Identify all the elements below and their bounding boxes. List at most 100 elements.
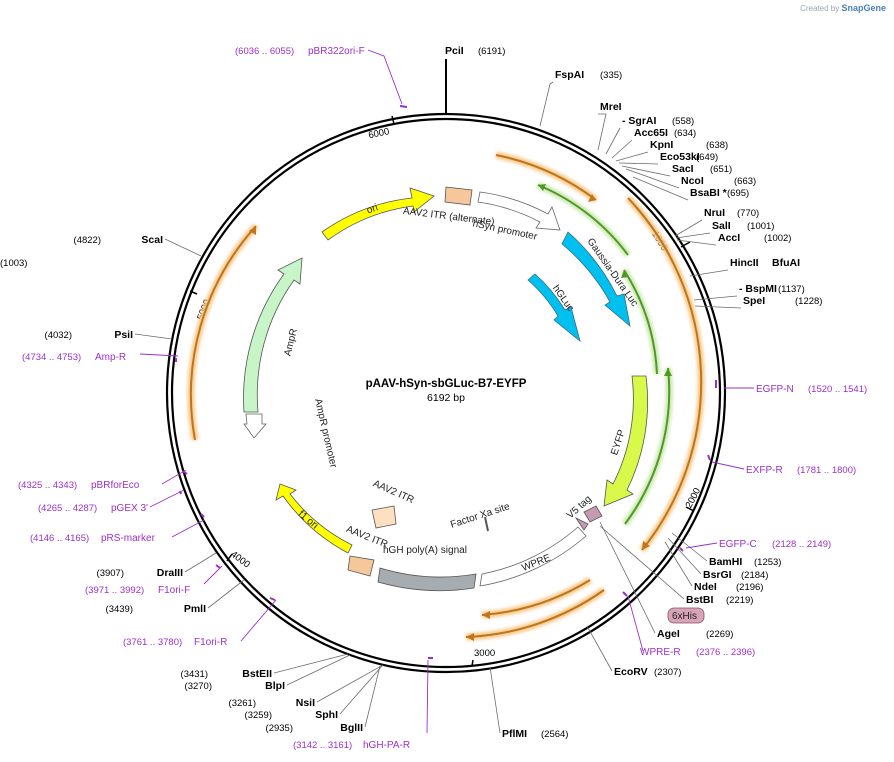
itr-alternate-feature[interactable] xyxy=(444,186,473,206)
hgh-feature[interactable] xyxy=(377,567,477,592)
enzyme-leader-line xyxy=(664,541,693,587)
primer-binding-mark[interactable] xyxy=(399,105,408,108)
primer-position: (3761 .. 3780) xyxy=(123,637,182,648)
enzyme-name[interactable]: SalI xyxy=(712,220,731,232)
enzyme-position: (2935) xyxy=(266,723,293,734)
enzyme-name[interactable]: FspAI xyxy=(555,69,584,81)
primer-binding-mark[interactable] xyxy=(182,470,188,475)
enzyme-leader-line xyxy=(689,269,729,277)
ori-feature[interactable] xyxy=(321,187,435,241)
enzyme-position: (663) xyxy=(734,176,756,187)
primer-leader-line xyxy=(426,659,429,734)
primer-name[interactable]: hGH-PA-R xyxy=(363,740,410,751)
enzyme-leader-line xyxy=(316,664,384,703)
primer-name[interactable]: pRS-marker xyxy=(101,533,156,544)
eyfp-feature[interactable] xyxy=(603,375,649,507)
enzyme-position: (2184) xyxy=(741,570,768,581)
enzyme-leader-line xyxy=(621,165,671,177)
itr-feature-lower[interactable] xyxy=(347,555,375,577)
primer-binding-mark[interactable] xyxy=(679,547,684,552)
enzyme-leader-line xyxy=(667,537,702,575)
hsyn-feature[interactable] xyxy=(477,191,561,231)
enzyme-name[interactable]: SphI xyxy=(315,709,338,721)
enzyme-name[interactable]: ScaI xyxy=(141,234,163,246)
primer-binding-mark[interactable] xyxy=(200,513,205,518)
primer-binding-mark[interactable] xyxy=(179,490,182,495)
enzyme-name[interactable]: PflMI xyxy=(502,728,527,740)
enzyme-name[interactable]: Eco53kI xyxy=(660,151,700,163)
primer-name[interactable]: EXFP-R xyxy=(746,465,783,476)
enzyme-name[interactable]: DraIII xyxy=(157,567,183,579)
enzyme-name[interactable]: AgeI xyxy=(657,628,680,640)
enzyme-name[interactable]: BamHI xyxy=(709,556,742,568)
primer-name[interactable]: EGFP-N xyxy=(756,384,794,395)
enzyme-name[interactable]: BfuAI xyxy=(772,257,800,269)
enzyme-name[interactable]: MreI xyxy=(600,101,622,113)
enzyme-leader-line xyxy=(489,666,501,734)
enzyme-position: (2307) xyxy=(654,667,681,678)
enzyme-name[interactable]: - SgrAI xyxy=(622,115,657,127)
wpre-feature[interactable] xyxy=(479,526,587,587)
primer-name[interactable]: WPRE-R xyxy=(640,647,681,658)
his-tag-feature[interactable] xyxy=(667,607,705,624)
f1ori-feature[interactable] xyxy=(275,483,353,554)
primer-name[interactable]: pBRforEco xyxy=(91,480,140,491)
enzyme-name[interactable]: NdeI xyxy=(694,581,717,593)
primer-binding-mark[interactable] xyxy=(269,597,276,601)
primer-name[interactable]: EGFP-C xyxy=(719,539,757,550)
enzyme-name[interactable]: NruI xyxy=(704,207,725,219)
ampr-promoter-label: AmpR promoter xyxy=(312,398,339,470)
primer-name[interactable]: Amp-R xyxy=(95,352,126,363)
enzyme-name[interactable]: KpnI xyxy=(650,139,673,151)
primer-binding-mark[interactable] xyxy=(622,591,628,597)
enzyme-leader-line xyxy=(597,113,607,151)
enzyme-name[interactable]: SpeI xyxy=(743,295,765,307)
enzyme-name[interactable]: BstBI xyxy=(686,594,714,606)
enzyme-name[interactable]: BsrGI xyxy=(703,569,732,581)
enzyme-name[interactable]: BlpI xyxy=(265,680,285,692)
enzyme-position: (558) xyxy=(672,116,694,127)
enzyme-leader-line xyxy=(675,232,711,239)
enzyme-name[interactable]: BstEII xyxy=(242,668,272,680)
primer-leader-line xyxy=(367,49,403,105)
primer-position: (6036 .. 6055) xyxy=(235,46,294,57)
enzyme-name[interactable]: NcoI xyxy=(681,175,704,187)
ampr-feature[interactable] xyxy=(243,257,303,413)
backbone-inner xyxy=(170,117,722,669)
factor-xa-feature[interactable] xyxy=(484,516,489,532)
primer-name[interactable]: pBR322ori-F xyxy=(308,46,365,57)
primer-position: (4265 .. 4287) xyxy=(38,503,97,514)
primer-name[interactable]: F1ori-F xyxy=(158,585,190,596)
primer-leader-line xyxy=(627,595,644,652)
enzyme-name[interactable]: EcoRV xyxy=(614,666,648,678)
primer-leader-line xyxy=(240,599,277,642)
enzyme-name[interactable]: PciI xyxy=(445,45,464,57)
primer-binding-mark[interactable] xyxy=(707,454,711,461)
enzyme-name[interactable]: Acc65I xyxy=(634,127,668,139)
plasmid-name: pAAV-hSyn-sbGLuc-B7-EYFP xyxy=(366,378,527,390)
primer-position: (3142 .. 3161) xyxy=(293,740,352,751)
enzyme-name[interactable]: AccI xyxy=(718,232,740,244)
enzyme-name[interactable]: HincII xyxy=(730,257,759,269)
enzyme-name[interactable]: PmlI xyxy=(184,603,206,615)
hgluc-feature[interactable] xyxy=(527,273,581,343)
enzyme-leader-line xyxy=(611,139,633,159)
enzyme-name[interactable]: - BspMI xyxy=(739,283,777,295)
orf-arcs xyxy=(187,151,705,641)
primer-name[interactable]: F1ori-R xyxy=(194,637,227,648)
enzyme-name[interactable]: BglII xyxy=(340,722,363,734)
enzyme-name[interactable]: SacI xyxy=(672,163,694,175)
ampr-promoter-feature[interactable] xyxy=(243,413,267,439)
primer-name[interactable]: pGEX 3' xyxy=(111,503,148,514)
gaussia-feature[interactable] xyxy=(561,231,631,328)
enzyme-name[interactable]: NsiI xyxy=(296,697,315,709)
orf-arc-top xyxy=(495,154,597,201)
v5-feature[interactable] xyxy=(583,505,603,523)
enzyme-position: (3439) xyxy=(106,604,133,615)
primer-binding-mark[interactable] xyxy=(215,564,221,569)
enzyme-name[interactable]: BsaBI * xyxy=(690,187,728,199)
hgh-label: hGH poly(A) signal xyxy=(383,545,467,556)
enzyme-name[interactable]: PsiI xyxy=(114,329,133,341)
primer-labels: (6036 .. 6055)pBR322ori-F(1520 .. 1541)E… xyxy=(18,46,867,751)
itr-feature-upper[interactable] xyxy=(371,505,397,529)
